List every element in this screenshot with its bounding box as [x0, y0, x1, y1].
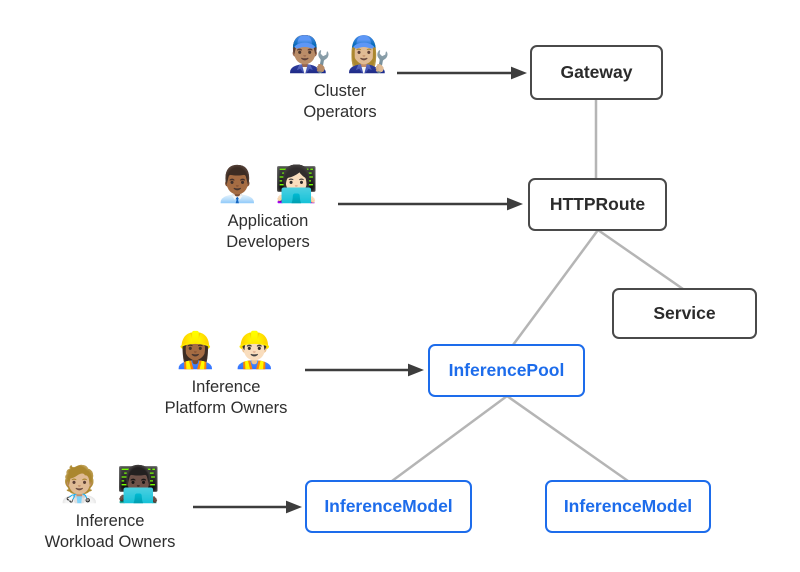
edge-inferencepool-inferencemodel-1 [391, 394, 508, 483]
node-inferencemodel-1-label: InferenceModel [324, 496, 453, 516]
node-service-label: Service [653, 303, 716, 323]
node-inferencemodel-2-label: InferenceModel [563, 496, 693, 516]
node-inferencemodel-1: InferenceModel [305, 480, 472, 533]
actor-application-developers-label: Application Developers [178, 211, 358, 252]
actor-application-developers: 👨🏾‍💼 👩🏻‍💻 Application Developers [178, 163, 358, 252]
arrow-inference-platform-owners-inferencepool [305, 363, 424, 377]
node-httproute-label: HTTPRoute [549, 194, 646, 214]
developers-emoji-icon: 👨🏾‍💼 👩🏻‍💻 [215, 165, 321, 205]
actor-label-line: Operators [303, 102, 377, 121]
arrow-inference-workload-owners-inferencemodel [193, 500, 302, 514]
node-gateway: Gateway [530, 45, 663, 100]
node-inferencepool-label: InferencePool [448, 360, 565, 380]
node-inferencemodel-2: InferenceModel [545, 480, 711, 533]
node-httproute: HTTPRoute [528, 178, 667, 231]
construction-workers-emoji-icon: 👷🏾‍♀️ 👷🏻‍♂️ [173, 331, 279, 371]
actor-label-line: Workload Owners [44, 532, 176, 551]
actor-inference-platform-owners: 👷🏾‍♀️ 👷🏻‍♂️ Inference Platform Owners [116, 329, 336, 418]
actor-cluster-operators: 👨🏽‍🔧 👩🏼‍🔧 Cluster Operators [250, 33, 430, 122]
workload-owners-emoji-icon: 🧑🏼‍⚕️ 👨🏿‍💻 [57, 465, 163, 505]
actor-label-line: Application [227, 212, 309, 230]
mechanics-emoji-icon: 👨🏽‍🔧 👩🏼‍🔧 [287, 35, 393, 75]
actor-label-line: Inference [75, 512, 145, 530]
arrow-cluster-operators-gateway [397, 66, 527, 80]
actor-inference-workload-owners-label: Inference Workload Owners [0, 511, 220, 552]
actor-cluster-operators-label: Cluster Operators [250, 81, 430, 122]
actor-label-line: Cluster [313, 82, 367, 100]
edge-httproute-inferencepool [511, 229, 600, 346]
actor-label-line: Inference [191, 378, 261, 396]
actor-label-line: Platform Owners [164, 398, 288, 417]
node-inferencepool: InferencePool [428, 344, 585, 397]
actor-inference-platform-owners-label: Inference Platform Owners [116, 377, 336, 418]
edge-httproute-service [597, 228, 684, 291]
actor-label-line: Developers [226, 232, 310, 251]
edge-inferencepool-inferencemodel-2 [506, 394, 629, 483]
node-gateway-label: Gateway [560, 62, 633, 82]
actor-inference-workload-owners: 🧑🏼‍⚕️ 👨🏿‍💻 Inference Workload Owners [0, 463, 220, 552]
arrow-application-developers-httproute [338, 197, 523, 211]
node-service: Service [612, 288, 757, 339]
